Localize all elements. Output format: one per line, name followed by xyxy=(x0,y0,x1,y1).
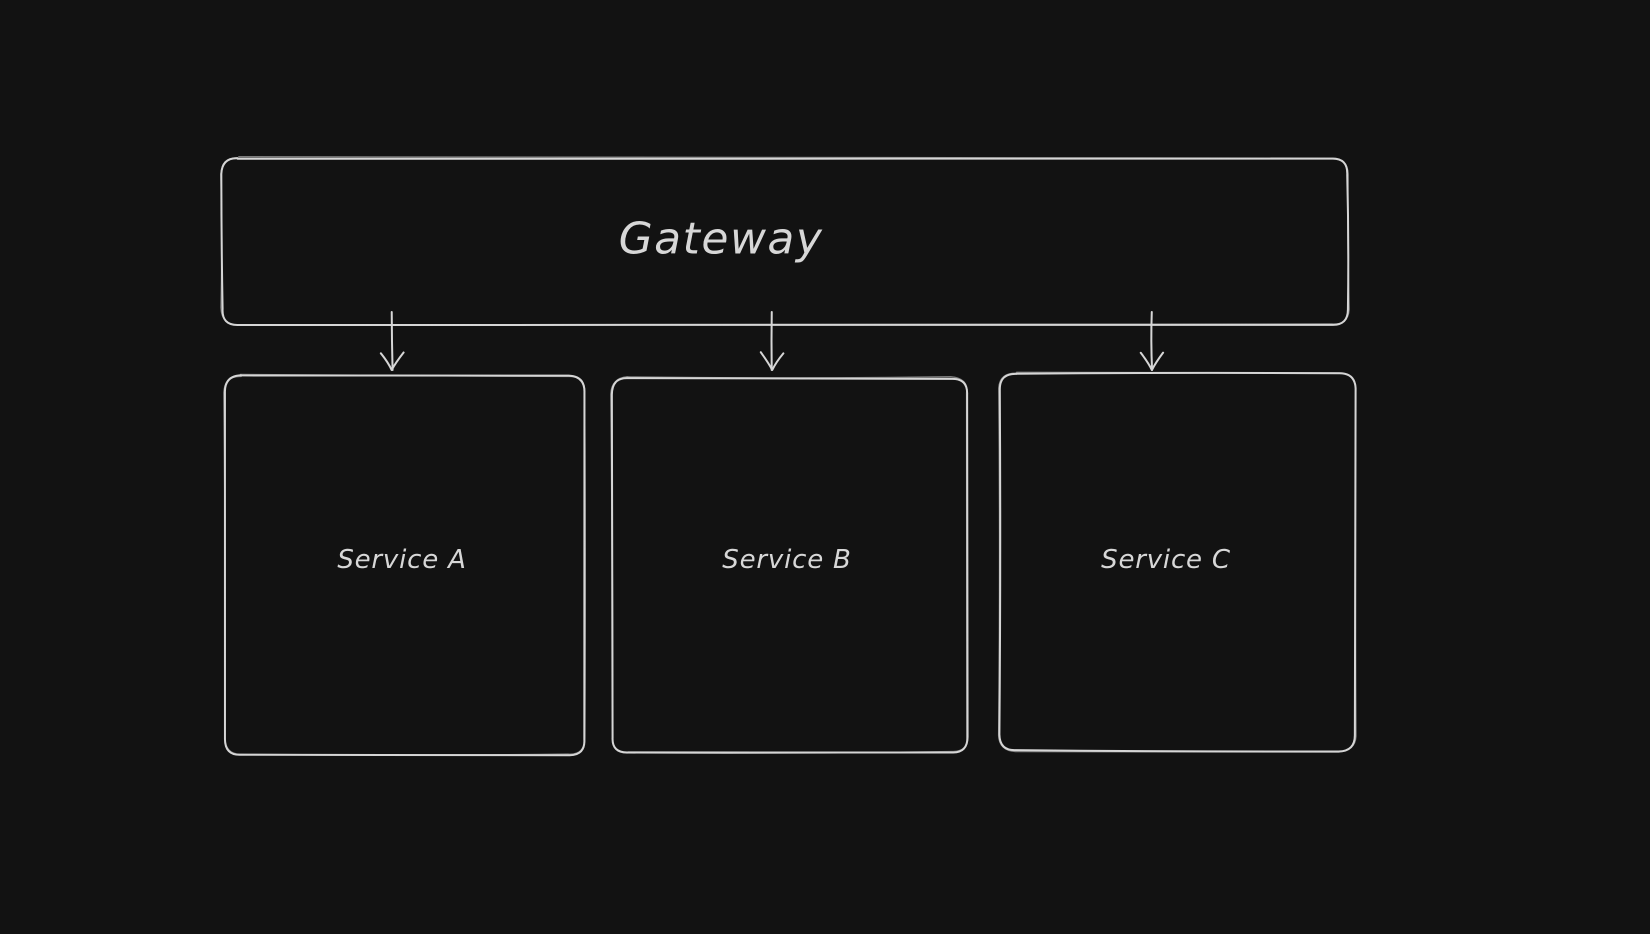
node-gateway[interactable] xyxy=(220,156,1350,327)
node-service-c[interactable] xyxy=(997,371,1357,753)
connector-gateway-to-service-b-head xyxy=(759,351,785,371)
node-gateway[interactable] xyxy=(220,157,1350,327)
connector-gateway-to-service-c-shaft xyxy=(1150,311,1154,371)
node-service-b[interactable] xyxy=(610,375,968,754)
connector-gateway-to-service-c-head xyxy=(1139,351,1165,371)
connector-gateway-to-service-a-head xyxy=(379,351,405,371)
shapes-layer xyxy=(220,156,1357,757)
connector-gateway-to-service-a-shaft xyxy=(390,311,394,371)
node-service-a[interactable] xyxy=(223,374,586,757)
node-service-b[interactable] xyxy=(610,377,969,754)
node-service-a[interactable] xyxy=(223,373,587,756)
node-service-c[interactable] xyxy=(998,371,1357,753)
connectors-layer xyxy=(379,311,1165,371)
